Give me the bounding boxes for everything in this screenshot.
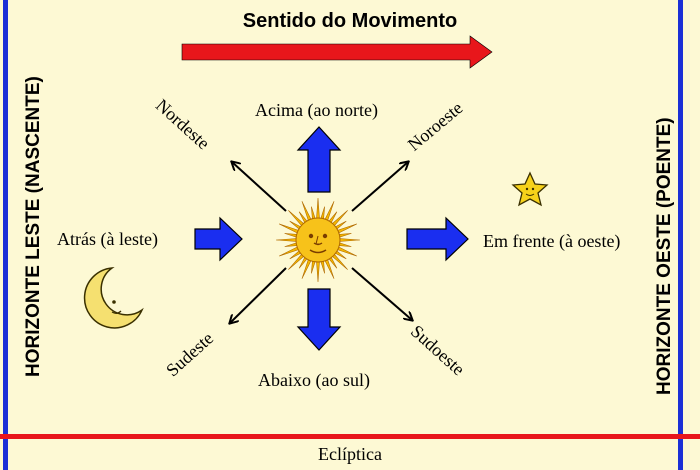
- west-horizon-line: [678, 0, 683, 470]
- arrow-down: [296, 288, 342, 351]
- sun-ray: [316, 259, 320, 283]
- label-up: Acima (ao norte): [255, 100, 378, 120]
- sun-icon: [275, 197, 361, 283]
- star-icon: [511, 171, 549, 207]
- arrow-right-side: [406, 216, 469, 262]
- moon-icon: [83, 267, 144, 329]
- sun-ray: [316, 197, 320, 221]
- east-horizon-line: [3, 0, 8, 470]
- sun-ray: [275, 238, 299, 242]
- sun-ray: [337, 238, 361, 242]
- arrow-southeast: [230, 267, 287, 323]
- arrow-northeast: [232, 162, 287, 212]
- label-right: Em frente (à oeste): [483, 231, 621, 251]
- motion-title: Sentido do Movimento: [242, 10, 458, 32]
- arrow-southwest: [351, 267, 412, 320]
- ecliptic-line: [0, 434, 700, 439]
- label-down: Abaixo (ao sul): [258, 370, 370, 390]
- arrow-left-side: [194, 216, 243, 262]
- motion-direction-arrow: [181, 35, 493, 69]
- label-left: Atrás (à leste): [57, 229, 158, 249]
- west-horizon-label: HORIZONTE OESTE (POENTE): [654, 117, 675, 395]
- east-horizon-label: HORIZONTE LESTE (NASCENTE): [23, 76, 44, 377]
- ecliptic-label: Eclíptica: [318, 444, 382, 464]
- arrow-up: [296, 126, 342, 193]
- arrow-northwest: [351, 162, 408, 212]
